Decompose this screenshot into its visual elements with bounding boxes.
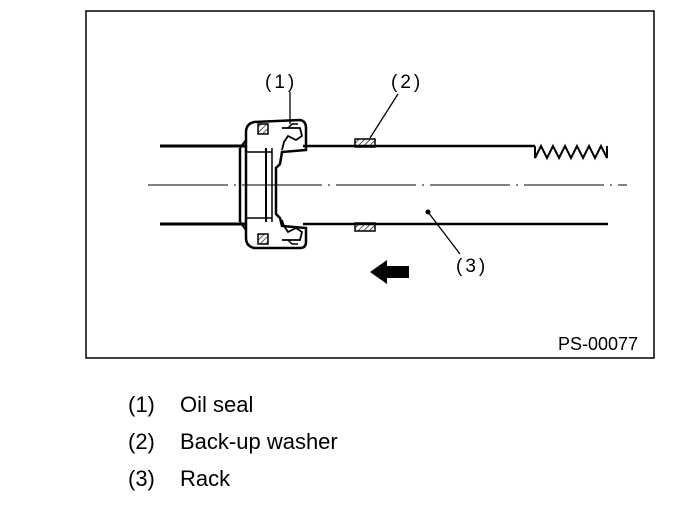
leader-2 — [369, 93, 399, 139]
legend-label: Rack — [180, 466, 231, 491]
legend-number: (2) — [128, 429, 155, 454]
rack-teeth — [534, 143, 608, 161]
rack — [160, 143, 608, 226]
leader-3 — [427, 211, 461, 255]
legend-item-rack: (3) Rack — [128, 460, 338, 497]
legend-item-backup-washer: (2) Back-up washer — [128, 423, 338, 460]
diagram-frame — [85, 10, 655, 359]
legend-label: Oil seal — [180, 392, 254, 417]
legend-label: Back-up washer — [180, 429, 338, 454]
leader-3-dot — [425, 209, 431, 215]
legend-number: (3) — [128, 466, 155, 491]
callout-2: (2) — [391, 72, 423, 93]
legend-number: (1) — [128, 392, 155, 417]
oil-seal — [238, 118, 308, 250]
callout-1: (1) — [265, 72, 297, 93]
figure-code: PS-00077 — [558, 334, 638, 354]
callout-3: (3) — [456, 256, 488, 277]
legend: (1) Oil seal (2) Back-up washer (3) Rack — [128, 386, 338, 497]
direction-arrow — [370, 260, 409, 284]
backup-washer — [354, 138, 376, 232]
legend-item-oil-seal: (1) Oil seal — [128, 386, 338, 423]
